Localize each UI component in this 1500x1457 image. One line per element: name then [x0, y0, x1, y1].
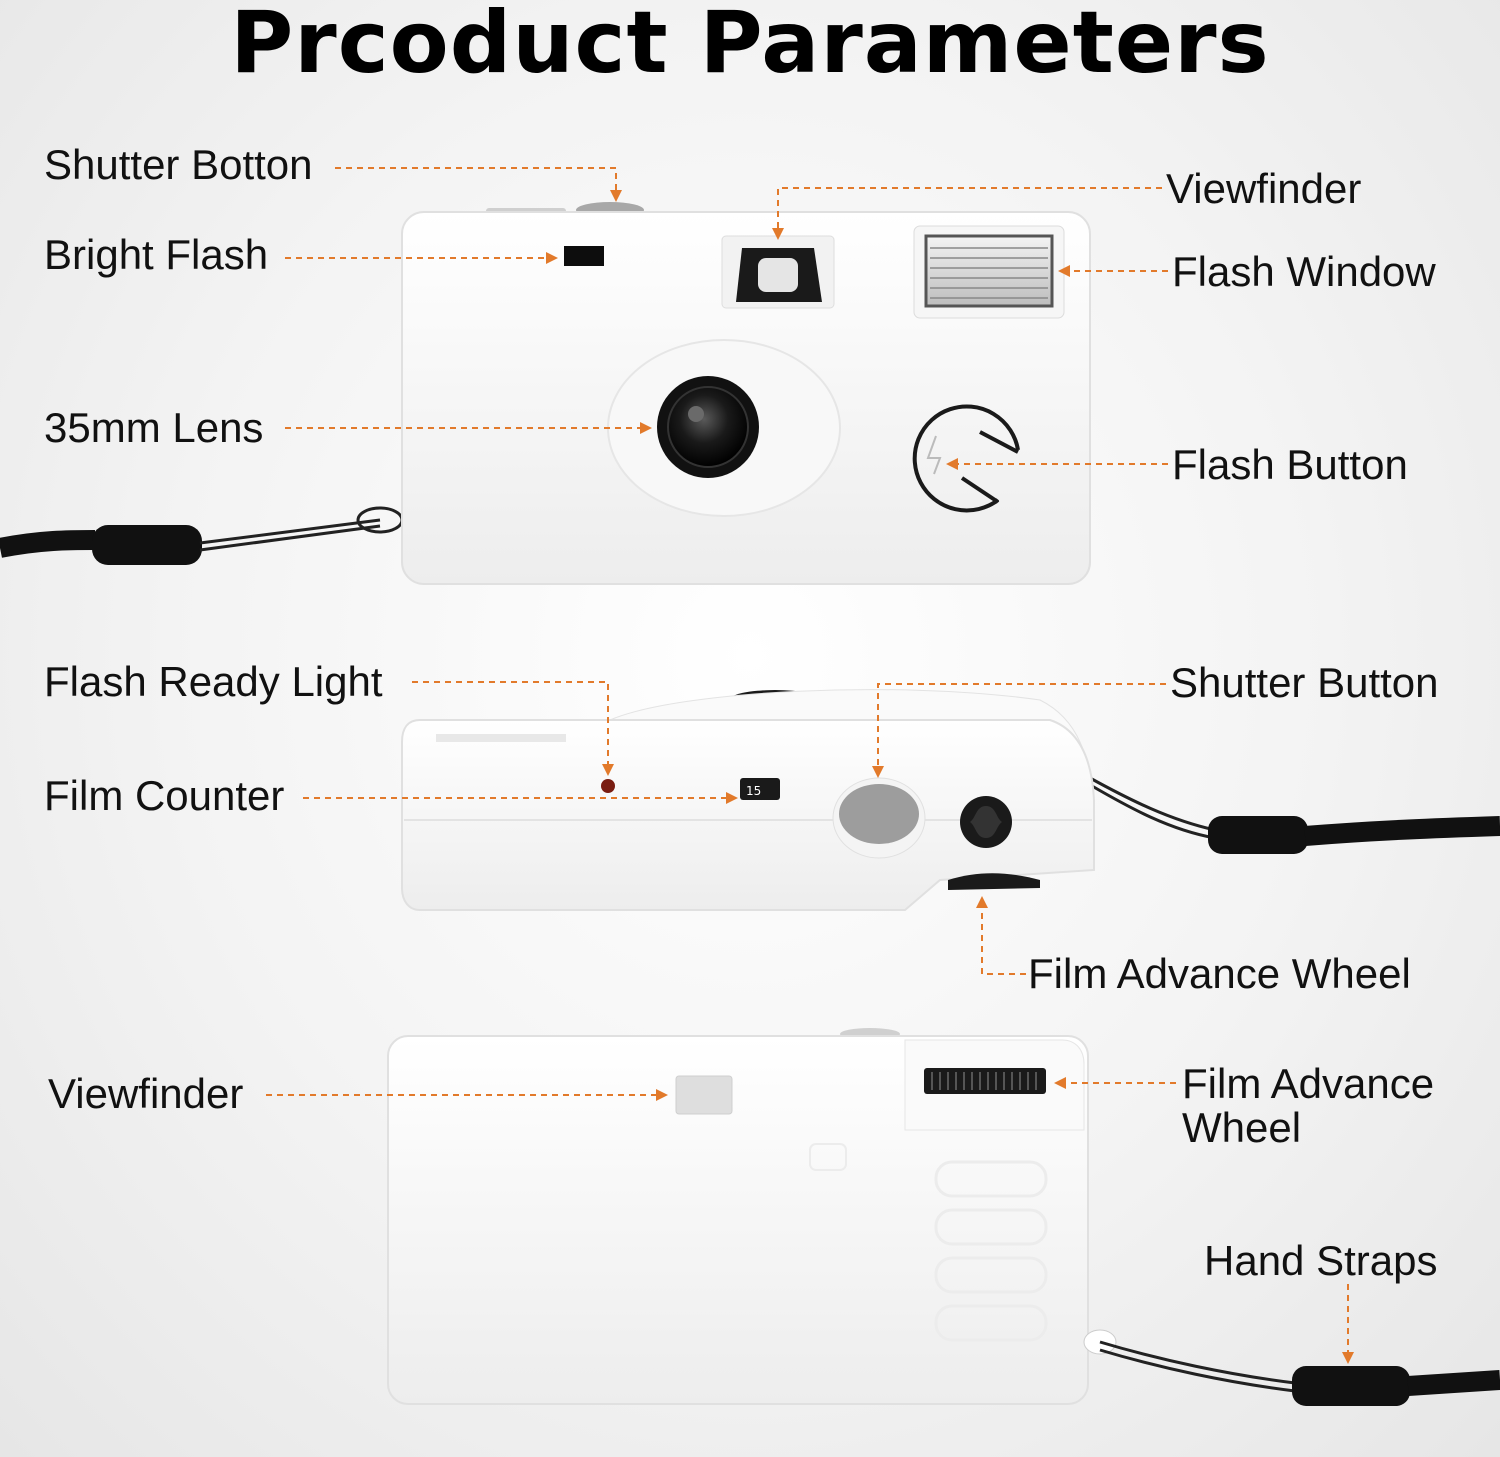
strap-cord-left	[0, 530, 96, 558]
label-flash-ready-light: Flash Ready Light	[44, 658, 383, 705]
leader-lines	[266, 167, 1354, 1364]
strap-slider	[92, 525, 202, 565]
counter-text: 15	[746, 784, 761, 798]
flash-button	[912, 404, 1020, 513]
label-shutter-botton: Shutter Botton	[44, 141, 313, 188]
label-35mm-lens: 35mm Lens	[44, 404, 264, 451]
flash-ready-light	[601, 779, 615, 793]
page-title: Prcoduct Parameters	[230, 0, 1270, 93]
label-viewfinder-front: Viewfinder	[1166, 165, 1362, 212]
flash-window	[924, 234, 1054, 308]
label-film-advance-wheel-back-line1: Film Advance	[1182, 1060, 1435, 1107]
film-advance-wheel-top	[948, 873, 1040, 890]
label-shutter-button: Shutter Button	[1170, 659, 1439, 706]
camera-body-top	[401, 719, 1095, 911]
label-flash-window: Flash Window	[1172, 248, 1436, 295]
strap-slider	[1292, 1366, 1410, 1406]
label-film-counter: Film Counter	[44, 772, 285, 819]
viewfinder-back	[675, 1075, 733, 1115]
camera-top-view: 15	[401, 689, 1500, 911]
lens	[667, 386, 749, 468]
label-bright-flash: Bright Flash	[44, 231, 269, 278]
label-film-advance-wheel-back-line2: Wheel	[1182, 1104, 1302, 1151]
label-flash-button: Flash Button	[1172, 441, 1408, 488]
shutter-button	[839, 784, 919, 844]
camera-front-view	[0, 202, 1091, 585]
label-film-advance-wheel-top: Film Advance Wheel	[1028, 950, 1411, 997]
bright-flash-sensor	[564, 246, 604, 266]
film-advance-wheel-back	[924, 1068, 1046, 1094]
label-viewfinder-back: Viewfinder	[48, 1070, 244, 1117]
camera-back-view	[387, 1028, 1500, 1406]
lightning-icon	[926, 435, 942, 475]
strap-slider	[1208, 816, 1308, 854]
label-hand-straps: Hand Straps	[1204, 1237, 1438, 1284]
film-counter: 15	[740, 778, 780, 800]
